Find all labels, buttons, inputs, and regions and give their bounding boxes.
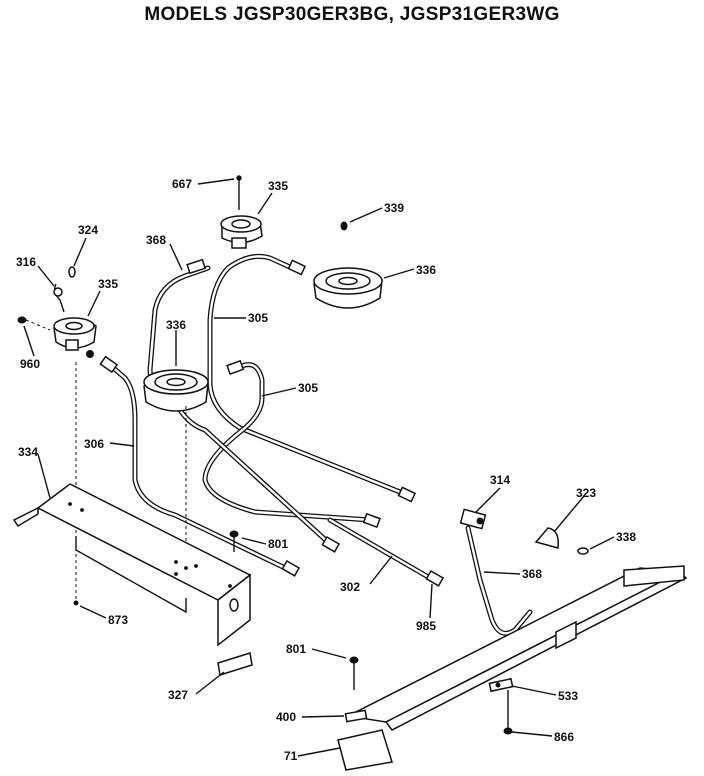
burner-right-336 xyxy=(313,267,383,309)
label-314: 314 xyxy=(490,473,510,487)
bracket-400 xyxy=(344,709,368,723)
label-305-lower: 305 xyxy=(298,381,318,395)
label-305-upper: 305 xyxy=(248,311,268,325)
label-323: 323 xyxy=(576,486,596,500)
small-parts xyxy=(17,221,589,735)
bracket-533 xyxy=(488,677,514,693)
part-labels: 667 335 339 324 316 335 368 336 336 305 … xyxy=(16,177,636,763)
label-873: 873 xyxy=(108,613,128,627)
label-801-low: 801 xyxy=(286,642,306,656)
label-985: 985 xyxy=(416,619,436,633)
label-327: 327 xyxy=(168,688,188,702)
label-667: 667 xyxy=(172,177,192,191)
label-400: 400 xyxy=(276,710,296,724)
bracket-334 xyxy=(12,483,252,647)
leader-lines xyxy=(23,178,615,757)
label-302: 302 xyxy=(340,580,360,594)
diagram-title: MODELS JGSP30GER3BG, JGSP31GER3WG xyxy=(144,4,560,25)
label-336-right: 336 xyxy=(416,263,436,277)
label-324: 324 xyxy=(78,223,98,237)
label-71: 71 xyxy=(284,749,298,763)
label-338: 338 xyxy=(616,530,636,544)
label-368-right: 368 xyxy=(522,567,542,581)
label-336-center: 336 xyxy=(166,318,186,332)
label-306: 306 xyxy=(84,437,104,451)
burner-top-335 xyxy=(220,175,263,249)
label-866: 866 xyxy=(554,730,574,744)
label-339: 339 xyxy=(384,201,404,215)
tube-fittings xyxy=(99,258,445,587)
label-960: 960 xyxy=(20,357,40,371)
label-533: 533 xyxy=(558,689,578,703)
manifold-rail xyxy=(345,565,688,731)
burner-left-335 xyxy=(53,317,97,358)
burner-center-336 xyxy=(143,369,209,412)
bracket-327 xyxy=(217,652,253,676)
label-316: 316 xyxy=(16,255,36,269)
label-801-mid: 801 xyxy=(268,537,288,551)
label-334: 334 xyxy=(18,445,38,459)
gas-tubes xyxy=(107,253,533,636)
bracket-71 xyxy=(337,729,393,771)
label-335-top: 335 xyxy=(268,179,288,193)
label-335-left: 335 xyxy=(98,277,118,291)
label-368-top: 368 xyxy=(146,233,166,247)
